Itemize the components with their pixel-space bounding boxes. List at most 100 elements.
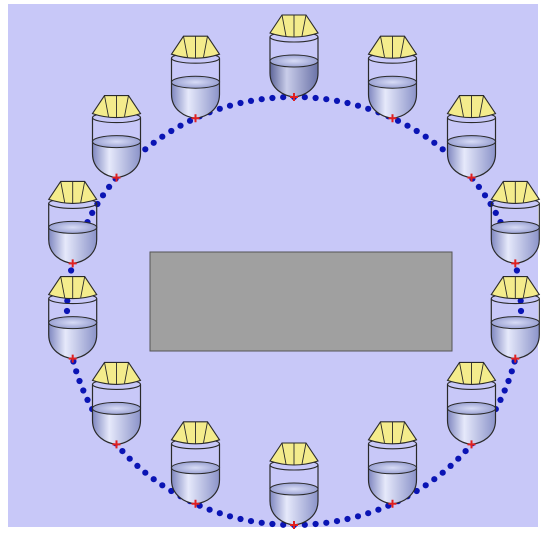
hopper-cylinder bbox=[48, 203, 98, 228]
hopper-lid-icon bbox=[446, 95, 497, 119]
hopper-cylinder bbox=[490, 298, 540, 323]
orbit-dot bbox=[301, 94, 308, 101]
hopper-lid-icon bbox=[490, 276, 541, 300]
hopper-surface bbox=[447, 135, 496, 149]
orbit-dot bbox=[455, 455, 462, 462]
orbit-dot bbox=[497, 396, 504, 403]
hopper-lid-icon bbox=[269, 442, 319, 466]
orbit-dot bbox=[344, 99, 351, 107]
orbit-dot bbox=[323, 96, 330, 103]
hopper-lid-icon bbox=[91, 95, 142, 119]
hopper bbox=[269, 14, 319, 101]
hopper bbox=[446, 95, 497, 182]
hopper-anchor bbox=[191, 499, 200, 508]
orbit-dot bbox=[481, 192, 489, 199]
orbit-dot bbox=[431, 139, 438, 146]
orbit-dot bbox=[354, 513, 362, 520]
orbit-dot bbox=[439, 146, 446, 153]
orbit-dot bbox=[258, 96, 265, 103]
orbit-dot bbox=[312, 94, 319, 102]
hopper-cylinder bbox=[446, 117, 497, 142]
orbit-dot bbox=[280, 94, 287, 101]
hopper bbox=[490, 180, 541, 268]
orbit-dot bbox=[142, 146, 149, 153]
orbit-dot bbox=[216, 105, 223, 112]
orbit-dot bbox=[80, 387, 87, 394]
orbit-dot bbox=[462, 448, 469, 455]
orbit-dot bbox=[73, 368, 80, 375]
center-block bbox=[149, 251, 453, 352]
orbit-dot bbox=[159, 482, 166, 489]
orbit-dot bbox=[375, 506, 382, 513]
orbit-dot bbox=[312, 520, 319, 528]
hopper-lid-icon bbox=[446, 361, 497, 385]
hopper-surface bbox=[447, 401, 496, 415]
hopper-surface bbox=[269, 482, 319, 496]
orbit-dot bbox=[142, 469, 149, 476]
orbit-dot bbox=[439, 469, 446, 476]
hopper-cylinder bbox=[446, 384, 497, 409]
hopper-surface bbox=[48, 220, 98, 234]
orbit-dot bbox=[63, 307, 71, 315]
orbit-dot bbox=[226, 102, 234, 109]
hopper-anchor bbox=[467, 440, 476, 449]
orbit-dot bbox=[126, 455, 133, 462]
hopper-surface bbox=[490, 316, 540, 330]
orbit-dot bbox=[505, 377, 512, 385]
hopper-lid-icon bbox=[269, 14, 319, 38]
hopper-cylinder bbox=[91, 117, 142, 142]
hopper-anchor bbox=[112, 440, 121, 449]
orbit-dot bbox=[159, 133, 166, 140]
hopper-cylinder bbox=[367, 443, 418, 468]
hopper bbox=[490, 276, 541, 363]
hopper bbox=[47, 276, 98, 363]
orbit-dot bbox=[333, 97, 341, 104]
hopper-cylinder bbox=[490, 203, 540, 228]
orbit-dot bbox=[447, 462, 454, 469]
hopper-surface bbox=[368, 461, 417, 475]
orbit-dot bbox=[216, 510, 223, 517]
orbit-dot bbox=[84, 396, 91, 403]
hopper-surface bbox=[490, 220, 540, 234]
orbit-dot bbox=[431, 476, 438, 483]
orbit-dot bbox=[89, 209, 96, 216]
orbit-dot bbox=[413, 127, 420, 135]
orbit-dot bbox=[119, 448, 126, 455]
hopper-cylinder bbox=[367, 58, 418, 83]
hopper-cylinder bbox=[91, 384, 142, 409]
hopper-anchor bbox=[191, 114, 200, 123]
hopper-lid-icon bbox=[367, 35, 418, 59]
hopper bbox=[269, 442, 319, 529]
hopper-lid-icon bbox=[490, 180, 541, 204]
orbit-dot bbox=[150, 139, 157, 146]
orbit-dot bbox=[365, 105, 372, 112]
hopper-lid-icon bbox=[47, 180, 98, 204]
hopper-surface bbox=[269, 54, 319, 68]
orbit-dot bbox=[269, 520, 276, 528]
hopper-anchor bbox=[511, 259, 520, 268]
hopper bbox=[47, 180, 98, 268]
orbit-dot bbox=[344, 515, 351, 523]
orbit-dot bbox=[177, 122, 184, 129]
orbit-dot bbox=[323, 519, 330, 526]
orbit-dot bbox=[333, 518, 341, 525]
orbit-dot bbox=[206, 506, 213, 513]
hopper bbox=[170, 421, 221, 508]
orbit-dot bbox=[354, 102, 362, 109]
orbit-dot bbox=[422, 133, 429, 140]
orbit-dot bbox=[258, 519, 265, 526]
orbit-dot bbox=[492, 209, 499, 216]
orbit-dot bbox=[365, 510, 372, 517]
hopper-anchor bbox=[467, 173, 476, 182]
orbit-dot bbox=[517, 307, 525, 315]
hopper-cylinder bbox=[269, 465, 319, 489]
hopper-surface bbox=[171, 75, 220, 89]
orbit-dot bbox=[269, 94, 276, 102]
hopper-anchor bbox=[68, 259, 77, 268]
hopper-lid-icon bbox=[367, 421, 418, 445]
hopper-anchor bbox=[290, 521, 298, 529]
orbit-dot bbox=[247, 97, 255, 104]
hopper-cylinder bbox=[170, 58, 221, 83]
orbit-dot bbox=[475, 183, 482, 190]
